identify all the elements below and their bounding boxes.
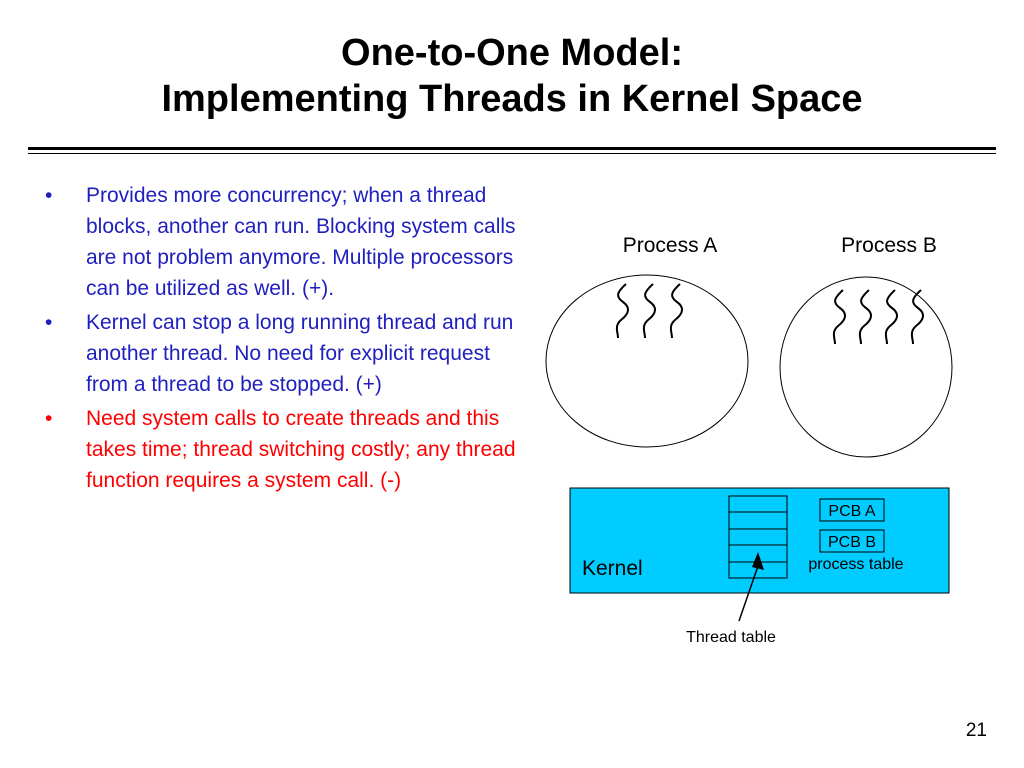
bullet-text: Kernel can stop a long running thread an… xyxy=(86,311,514,396)
bullet-marker: • xyxy=(45,407,53,430)
thread-squiggle xyxy=(832,289,846,345)
bullet-text: Provides more concurrency; when a thread… xyxy=(86,184,516,300)
thread-table-label: Thread table xyxy=(686,629,776,646)
pcb-a-label: PCB A xyxy=(828,503,875,520)
process-a-circle xyxy=(545,274,749,448)
thread-squiggle xyxy=(642,283,656,339)
thread-table-pointer-line xyxy=(738,565,759,622)
title-line-1: One-to-One Model: xyxy=(341,32,683,74)
bullet-marker: • xyxy=(45,184,53,207)
bullet-list: • Provides more concurrency; when a thre… xyxy=(45,180,525,499)
process-b-circle xyxy=(779,276,953,458)
pcb-b-label: PCB B xyxy=(828,534,876,551)
bullet-item-3: • Need system calls to create threads an… xyxy=(45,403,525,496)
thread-table-cell xyxy=(728,495,788,513)
pcb-a-box xyxy=(819,498,885,522)
slide-number: 21 xyxy=(965,720,987,741)
thread-squiggle xyxy=(858,289,872,345)
bullet-item-2: • Kernel can stop a long running thread … xyxy=(45,307,525,400)
thread-table-cell xyxy=(728,528,788,546)
process-b-label: Process B xyxy=(841,234,937,257)
title-rule-thin xyxy=(28,153,996,154)
process-a-label: Process A xyxy=(623,234,718,257)
title-line-2: Implementing Threads in Kernel Space xyxy=(161,78,863,120)
thread-table-cell xyxy=(728,511,788,530)
bullet-marker: • xyxy=(45,311,53,334)
process-a-threads xyxy=(615,283,683,339)
bullet-text: Need system calls to create threads and … xyxy=(86,407,516,492)
thread-squiggle xyxy=(669,283,683,339)
process-b-threads xyxy=(832,289,924,345)
thread-squiggle xyxy=(910,289,924,345)
bullet-item-1: • Provides more concurrency; when a thre… xyxy=(45,180,525,304)
slide-title: One-to-One Model: Implementing Threads i… xyxy=(0,30,1024,122)
title-rule-thick xyxy=(28,147,996,150)
kernel-label: Kernel xyxy=(582,557,643,580)
thread-squiggle xyxy=(615,283,629,339)
thread-squiggle xyxy=(884,289,898,345)
process-table-label: process table xyxy=(808,556,903,573)
thread-table-pointer-arrowhead xyxy=(752,552,764,570)
pcb-b-box xyxy=(819,529,885,553)
